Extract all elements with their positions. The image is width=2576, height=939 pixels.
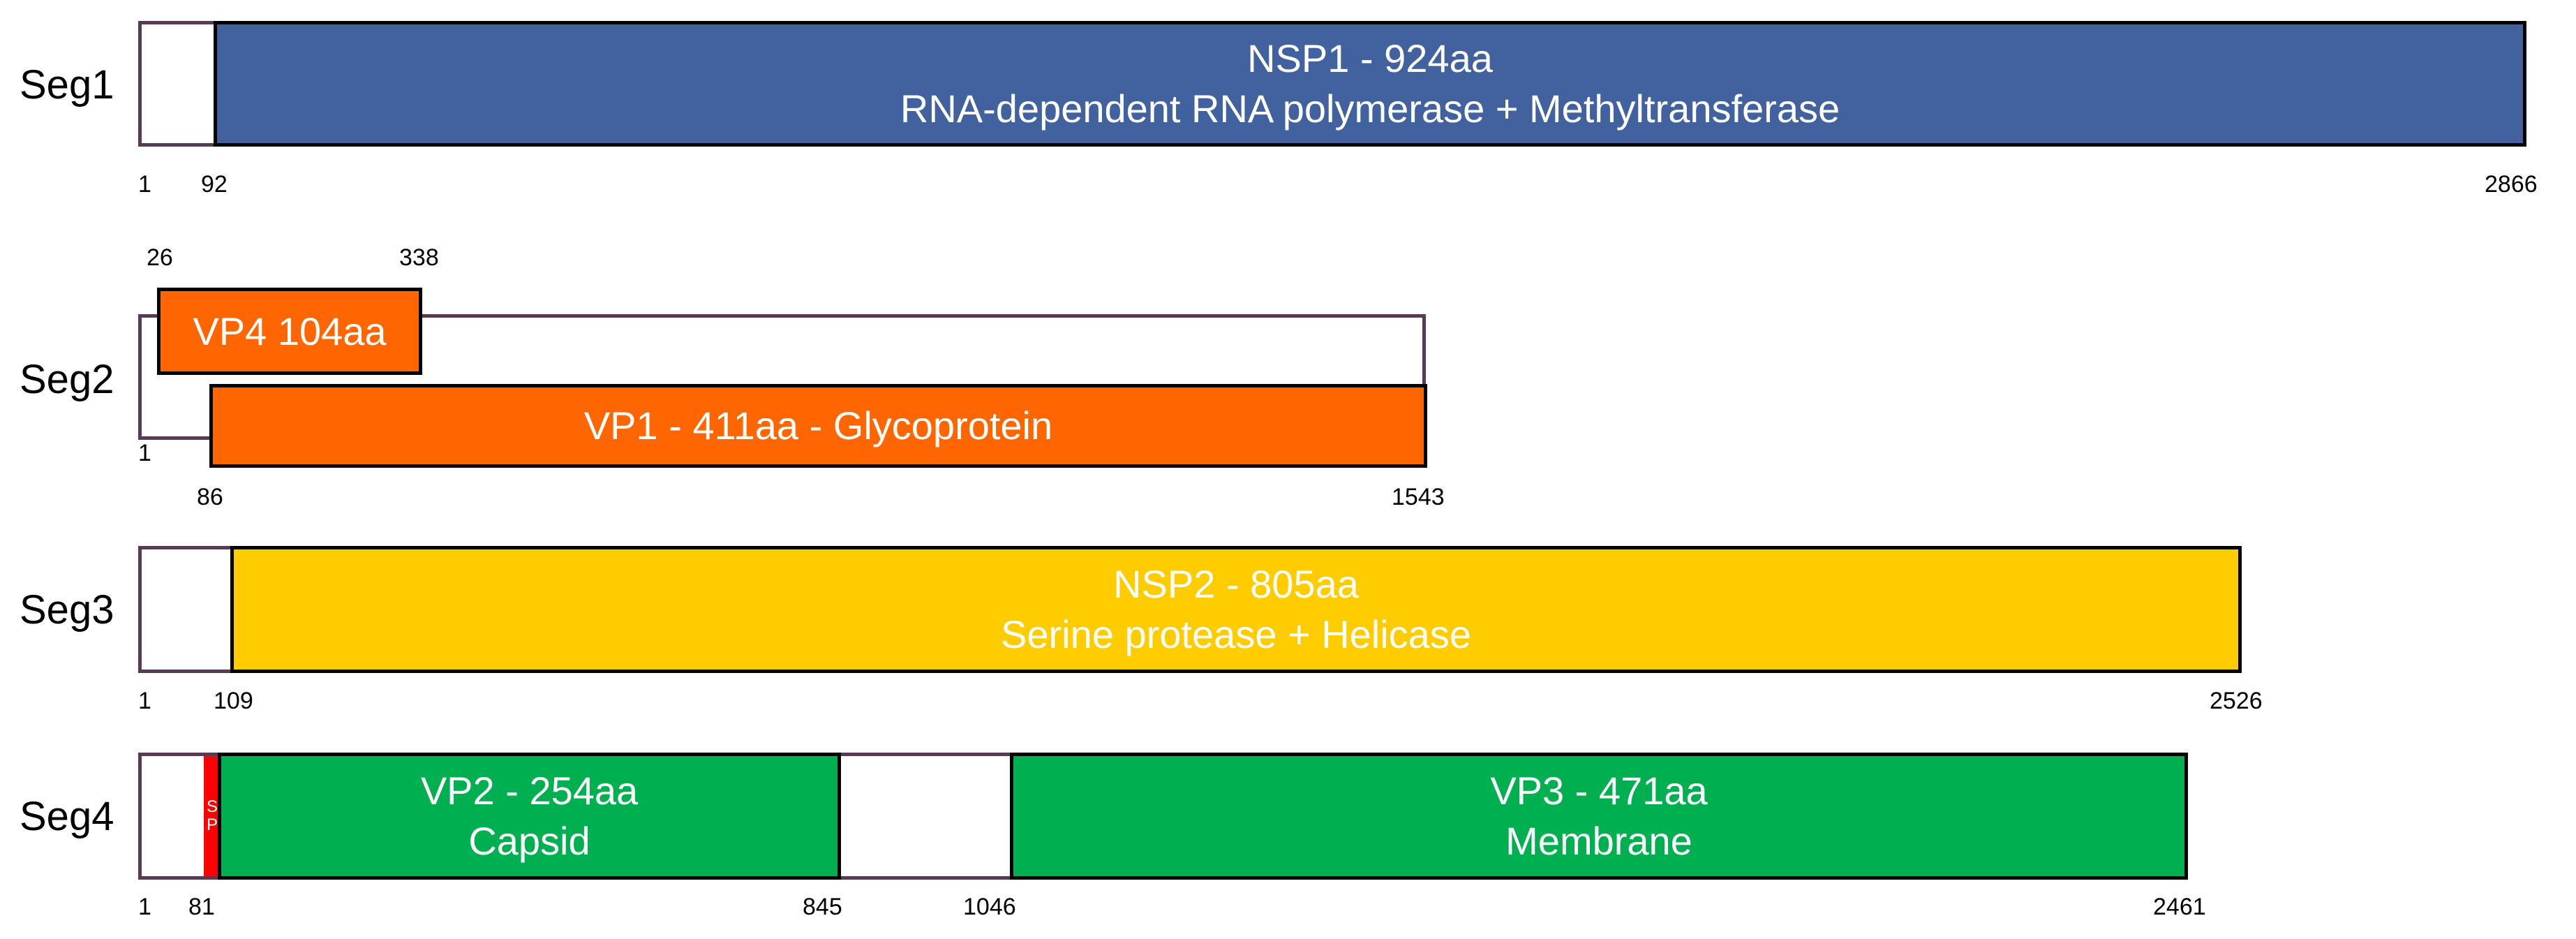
- seg4-label: Seg4: [20, 794, 114, 839]
- seg4-tick-start: 1: [138, 894, 151, 920]
- seg4-tick-vp2-end: 845: [803, 894, 842, 920]
- vp4-title: VP4 104aa: [193, 309, 387, 353]
- vp1-title: VP1 - 411aa - Glycoprotein: [583, 404, 1053, 448]
- seg2-vp4-orf: VP4 104aa: [157, 288, 422, 375]
- nsp1-title: NSP1 - 924aa: [1247, 36, 1493, 80]
- seg3-tick-start: 1: [138, 688, 151, 714]
- sp-letter-p: P: [206, 815, 218, 834]
- vp2-title: VP2 - 254aa: [420, 769, 639, 813]
- seg4-vp3-orf: VP3 - 471aa Membrane: [1010, 753, 2188, 880]
- seg3-nsp2-orf: NSP2 - 805aa Serine protease + Helicase: [230, 546, 2242, 673]
- seg4-vp2-orf: VP2 - 254aa Capsid: [218, 753, 841, 880]
- vp3-description: Membrane: [1505, 819, 1692, 863]
- seg1-tick-start: 1: [138, 171, 151, 198]
- nsp2-description: Serine protease + Helicase: [1001, 612, 1471, 656]
- seg2-tick-vp1-start: 86: [197, 484, 223, 510]
- seg3-tick-orf-start: 109: [214, 688, 253, 714]
- seg1-label: Seg1: [20, 62, 114, 108]
- seg2-tick-end: 1543: [1392, 484, 1445, 510]
- seg2-tick-vp4-start: 26: [147, 244, 173, 271]
- seg4-tick-end: 2461: [2153, 894, 2206, 920]
- seg2-vp1-orf: VP1 - 411aa - Glycoprotein: [209, 384, 1427, 468]
- seg2-tick-vp4-end: 338: [399, 244, 439, 271]
- seg1-tick-end: 2866: [2485, 171, 2538, 198]
- nsp2-title: NSP2 - 805aa: [1113, 562, 1359, 606]
- vp3-title: VP3 - 471aa: [1490, 769, 1708, 813]
- sp-letter-s: S: [206, 797, 218, 816]
- seg2-label: Seg2: [20, 357, 114, 402]
- seg3-label: Seg3: [20, 587, 114, 633]
- vp2-description: Capsid: [468, 819, 590, 863]
- nsp1-description: RNA-dependent RNA polymerase + Methyltra…: [900, 87, 1840, 131]
- seg2-tick-start: 1: [138, 440, 151, 466]
- seg4-tick-vp3-start: 1046: [963, 894, 1016, 920]
- seg1-tick-orf-start: 92: [201, 171, 228, 198]
- seg3-tick-end: 2526: [2210, 688, 2263, 714]
- seg1-nsp1-orf: NSP1 - 924aa RNA-dependent RNA polymeras…: [214, 21, 2526, 147]
- seg4-tick-vp2-start: 81: [188, 894, 215, 920]
